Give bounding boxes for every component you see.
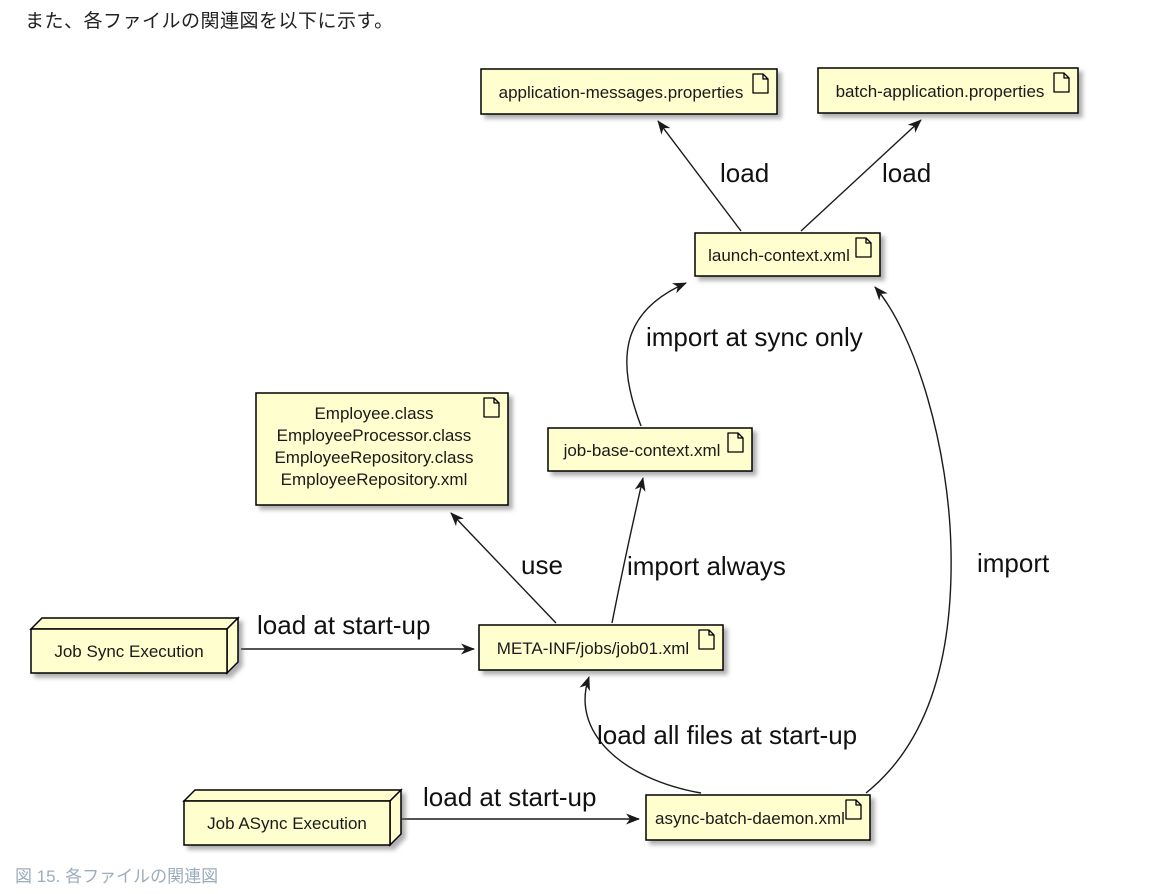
edges [241, 119, 952, 825]
edge-label-load-all-files: load all files at start-up [597, 720, 857, 750]
artifact-shape [480, 68, 778, 115]
node-job-async-execution: Job ASync Execution [182, 788, 403, 847]
node-batch-application-properties: batch-application.properties [817, 67, 1079, 114]
edge-metainf-to-employee [450, 512, 557, 624]
node3d-shape [29, 616, 240, 675]
file-icon [1053, 72, 1070, 93]
node-launch-context-xml: launch-context.xml [694, 232, 881, 277]
file-icon [845, 799, 862, 820]
artifact-box [480, 68, 778, 115]
node3d-front-face [30, 628, 228, 674]
node-label-line: Employee.class [314, 404, 433, 423]
node-label: Job ASync Execution [207, 814, 367, 833]
edge-launch-to-app-messages [657, 120, 742, 232]
artifact-box [645, 794, 871, 841]
node-job-sync-execution: Job Sync Execution [29, 616, 240, 675]
node-async-batch-daemon-xml: async-batch-daemon.xml [645, 794, 871, 841]
node3d-shape [182, 788, 403, 847]
artifact-shape [255, 392, 509, 506]
edge-label-load-at-startup-sync: load at start-up [257, 610, 430, 640]
node-label-line: EmployeeRepository.xml [281, 470, 468, 489]
file-icon [483, 397, 500, 418]
edge-label-import-at-sync-only: import at sync only [646, 322, 863, 352]
artifact-shape [694, 232, 881, 277]
artifact-box [547, 427, 753, 472]
artifact-shape [478, 624, 724, 671]
artifact-box [817, 67, 1079, 114]
node-label-line: EmployeeRepository.class [274, 448, 473, 467]
artifact-box [478, 624, 724, 671]
node-meta-inf-jobs-job01-xml: META-INF/jobs/job01.xml [478, 624, 724, 671]
node-label: Job Sync Execution [54, 642, 203, 661]
edge-launch-to-batch-application [800, 119, 922, 232]
node-job-base-context-xml: job-base-context.xml [547, 427, 753, 472]
edge-label-load-left: load [720, 158, 769, 188]
edge-label-load-at-startup-async: load at start-up [423, 782, 596, 812]
figure-caption: 図 15. 各ファイルの関連図 [15, 867, 219, 886]
file-icon [727, 432, 744, 453]
node3d-front-face [183, 800, 391, 846]
file-icon [855, 237, 872, 258]
node-application-messages-properties: application-messages.properties [480, 68, 778, 115]
edge-label-import-always: import always [627, 551, 786, 581]
edge-asyncdaemon-to-metainf [579, 676, 702, 794]
node-label-line: EmployeeProcessor.class [277, 426, 472, 445]
edge-metainf-to-jobbase [611, 477, 646, 624]
node-label: launch-context.xml [708, 246, 850, 265]
node-label: application-messages.properties [499, 83, 744, 102]
intro-text: また、各ファイルの関連図を以下に示す。 [25, 11, 394, 32]
edge-jobbase-to-launch [626, 282, 687, 427]
artifact-box [694, 232, 881, 277]
edge-label-use: use [521, 550, 563, 580]
artifact-shape [645, 794, 871, 841]
artifact-shape [547, 427, 753, 472]
file-icon [698, 629, 715, 650]
node-label: job-base-context.xml [563, 441, 721, 460]
node-label: batch-application.properties [836, 82, 1045, 101]
edge-labels: load load import at sync only use import… [257, 158, 1050, 812]
artifact-box [255, 392, 509, 506]
artifact-shape [817, 67, 1079, 114]
node3d-top-face [182, 789, 403, 802]
file-icon [752, 73, 769, 94]
edge-label-import: import [977, 548, 1050, 578]
edge-label-load-right: load [882, 158, 931, 188]
node-label: META-INF/jobs/job01.xml [497, 639, 689, 658]
node-label: async-batch-daemon.xml [655, 809, 845, 828]
edge-async-to-launch [865, 286, 952, 794]
node-employee-files: Employee.class EmployeeProcessor.class E… [255, 392, 509, 506]
node3d-top-face [29, 617, 240, 630]
